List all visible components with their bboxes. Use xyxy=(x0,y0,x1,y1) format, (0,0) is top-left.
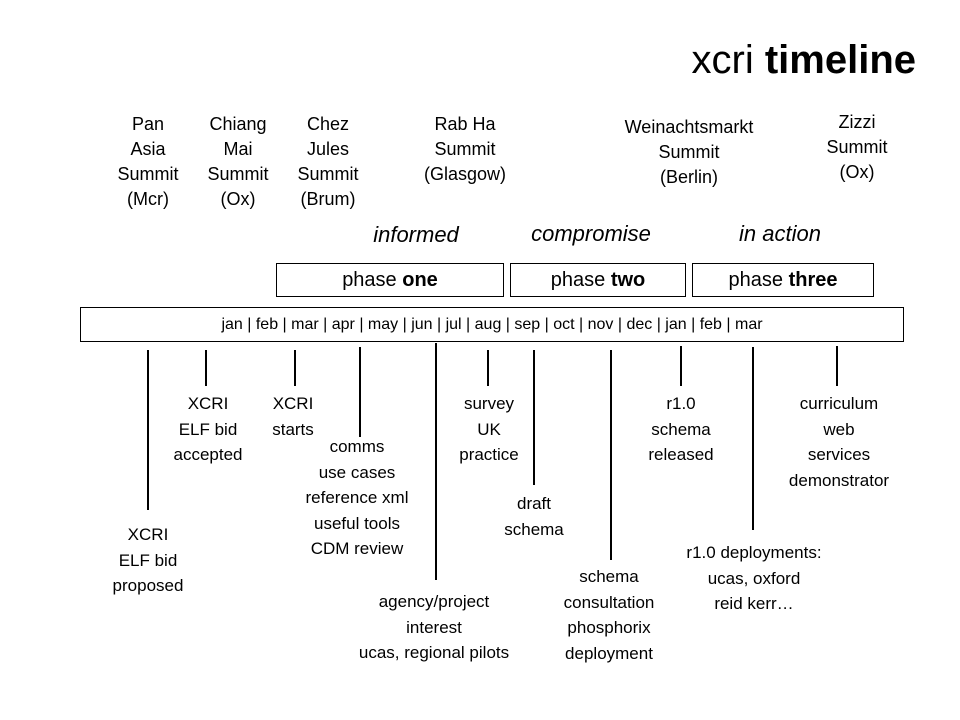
event-elf-bid-proposed: XCRI ELF bid proposed xyxy=(112,525,184,595)
tick-agency xyxy=(435,343,437,580)
event-curriculum: curriculum web services demonstrator xyxy=(788,394,890,490)
tick-comms xyxy=(359,347,361,437)
tick-elf-proposed xyxy=(147,350,149,510)
event-r1-released: r1.0 schema released xyxy=(648,394,714,464)
event-draft-schema: draft schema xyxy=(504,494,564,539)
event-comms: comms use cases reference xml useful too… xyxy=(305,437,409,558)
event-elf-bid-accepted: XCRI ELF bid accepted xyxy=(173,394,243,464)
event-schema-consultation: schema consultation phosphorix deploymen… xyxy=(563,567,655,663)
phase-two-name: two xyxy=(610,269,646,291)
phase-two-box: phase two xyxy=(510,263,686,297)
tick-r1-released xyxy=(680,346,682,386)
event-xcri-starts: XCRI starts xyxy=(272,394,314,439)
phase-two-prefix: phase xyxy=(550,269,606,291)
phase-one-prefix: phase xyxy=(342,269,397,291)
tick-r1-deployments xyxy=(752,347,754,530)
phase-label-in-action: in action xyxy=(739,221,821,246)
title-bold: timeline xyxy=(764,38,916,82)
phase-one-name: one xyxy=(402,269,438,291)
tick-survey xyxy=(487,350,489,386)
summit-weinachtsmarkt: Weinachtsmarkt Summit (Berlin) xyxy=(624,117,754,187)
tick-curriculum xyxy=(836,346,838,386)
tick-elf-accepted xyxy=(205,350,207,386)
summit-zizzi: Zizzi Summit (Ox) xyxy=(826,112,888,182)
phase-one-box: phase one xyxy=(276,263,504,297)
phase-label-compromise: compromise xyxy=(531,221,651,246)
tick-draft-schema xyxy=(533,350,535,485)
event-survey: survey UK practice xyxy=(459,394,519,464)
summit-pan-asia: Pan Asia Summit (Mcr) xyxy=(117,114,179,209)
title-light: xcri xyxy=(691,38,754,82)
phase-three-prefix: phase xyxy=(728,269,784,291)
event-agency-project: agency/project interest ucas, regional p… xyxy=(358,592,510,662)
event-r1-deployments: r1.0 deployments: ucas, oxford reid kerr… xyxy=(686,543,822,613)
months-bar: jan | feb | mar | apr | may | jun | jul … xyxy=(80,307,904,342)
phase-label-informed: informed xyxy=(373,222,459,247)
summit-chiang-mai: Chiang Mai Summit (Ox) xyxy=(207,114,269,209)
tick-schema-consultation xyxy=(610,350,612,560)
phase-three-box: phase three xyxy=(692,263,874,297)
summit-chez-jules: Chez Jules Summit (Brum) xyxy=(297,114,359,209)
page-title: xcri timeline xyxy=(692,38,917,83)
phase-three-name: three xyxy=(788,269,838,291)
tick-xcri-starts xyxy=(294,350,296,386)
summit-rab-ha: Rab Ha Summit (Glasgow) xyxy=(423,114,507,184)
